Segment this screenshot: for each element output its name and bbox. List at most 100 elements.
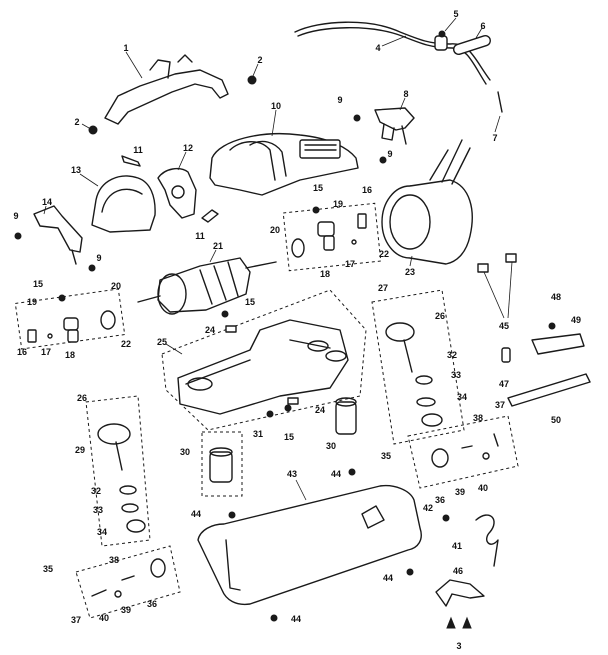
callout-41: 41 <box>451 541 463 551</box>
callout-39: 39 <box>454 487 466 497</box>
callout-22: 22 <box>378 249 390 259</box>
part-10-motor-housing <box>209 109 359 196</box>
part-41-spring <box>442 514 499 567</box>
callout-16: 16 <box>16 347 28 357</box>
callout-9: 9 <box>96 253 102 263</box>
callout-34: 34 <box>456 392 468 402</box>
callout-36: 36 <box>146 599 158 609</box>
callout-11: 11 <box>195 231 205 241</box>
callout-32: 32 <box>90 486 102 496</box>
callout-47: 47 <box>498 379 510 389</box>
callout-22: 22 <box>120 339 132 349</box>
callout-33: 33 <box>450 370 462 380</box>
callout-9: 9 <box>387 149 393 159</box>
part-12-cover-plate <box>157 151 197 219</box>
callout-15: 15 <box>244 297 256 307</box>
callout-2: 2 <box>257 55 263 65</box>
part-50-blade <box>507 373 591 407</box>
part-47-clip <box>501 347 511 363</box>
part-2-screw <box>81 63 259 135</box>
callout-42: 42 <box>422 503 434 513</box>
part-8-bracket <box>374 97 415 145</box>
part-35-link-group-left <box>75 545 181 619</box>
callout-7: 7 <box>492 133 498 143</box>
part-5-6-plug <box>438 17 492 56</box>
callout-20: 20 <box>110 281 122 291</box>
callout-37: 37 <box>70 615 82 625</box>
callout-18: 18 <box>64 350 76 360</box>
callout-46: 46 <box>452 566 464 576</box>
callout-15: 15 <box>32 279 44 289</box>
callout-40: 40 <box>477 483 489 493</box>
callout-2: 2 <box>74 117 80 127</box>
callout-23: 23 <box>404 267 416 277</box>
part-26-gear-group-left <box>85 395 151 547</box>
callout-45: 45 <box>498 321 510 331</box>
callout-20: 20 <box>269 225 281 235</box>
callout-3: 3 <box>456 641 462 651</box>
brush-holder-group-left <box>14 288 126 350</box>
callout-13: 13 <box>70 165 82 175</box>
part-48-screw <box>548 322 556 330</box>
callout-33: 33 <box>92 505 104 515</box>
callout-9: 9 <box>337 95 343 105</box>
callout-1: 1 <box>123 43 129 53</box>
part-9-screw <box>14 114 387 272</box>
callout-10: 10 <box>270 101 282 111</box>
part-44-screw <box>228 468 414 622</box>
part-25-gear-housing-group <box>161 289 367 431</box>
callout-4: 4 <box>375 43 381 53</box>
part-14-bracket <box>33 205 83 265</box>
callout-39: 39 <box>120 605 132 615</box>
callout-18: 18 <box>319 269 331 279</box>
part-15-24-31-fasteners <box>58 206 320 418</box>
part-30-bushing <box>201 397 357 497</box>
callout-11: 11 <box>133 145 143 155</box>
callout-24: 24 <box>314 405 326 415</box>
callout-44: 44 <box>330 469 342 479</box>
part-7-wire-lead <box>494 91 503 133</box>
callout-14: 14 <box>41 197 53 207</box>
callout-15: 15 <box>312 183 324 193</box>
callout-19: 19 <box>332 199 344 209</box>
callout-34: 34 <box>96 527 108 537</box>
part-46-lever <box>435 579 485 629</box>
callout-35: 35 <box>380 451 392 461</box>
callout-40: 40 <box>98 613 110 623</box>
callout-6: 6 <box>480 21 486 31</box>
callout-48: 48 <box>550 292 562 302</box>
part-43-base-plate <box>197 479 422 606</box>
callout-25: 25 <box>156 337 168 347</box>
callout-32: 32 <box>446 350 458 360</box>
brush-holder-group-right <box>282 202 382 272</box>
callout-5: 5 <box>453 9 459 19</box>
callout-26: 26 <box>76 393 88 403</box>
callout-21: 21 <box>212 241 224 251</box>
part-1-top-bracket <box>104 51 229 125</box>
part-11-pin <box>121 155 219 223</box>
callout-12: 12 <box>182 143 194 153</box>
callout-17: 17 <box>344 259 356 269</box>
part-21-armature <box>137 249 277 315</box>
callout-36: 36 <box>434 495 446 505</box>
part-45-brush-pair <box>477 253 517 319</box>
callout-26: 26 <box>434 311 446 321</box>
callout-27: 27 <box>377 283 389 293</box>
callout-24: 24 <box>204 325 216 335</box>
callout-29: 29 <box>74 445 86 455</box>
callout-30: 30 <box>179 447 191 457</box>
part-49-blade-guard <box>531 333 585 355</box>
callout-19: 19 <box>26 297 38 307</box>
callout-31: 31 <box>252 429 264 439</box>
callout-16: 16 <box>361 185 373 195</box>
part-13-fan-shroud <box>79 173 156 233</box>
callout-49: 49 <box>570 315 582 325</box>
callout-17: 17 <box>40 347 52 357</box>
callout-9: 9 <box>13 211 19 221</box>
callout-38: 38 <box>472 413 484 423</box>
part-23-stator <box>381 139 473 267</box>
callout-44: 44 <box>190 509 202 519</box>
callout-44: 44 <box>382 573 394 583</box>
